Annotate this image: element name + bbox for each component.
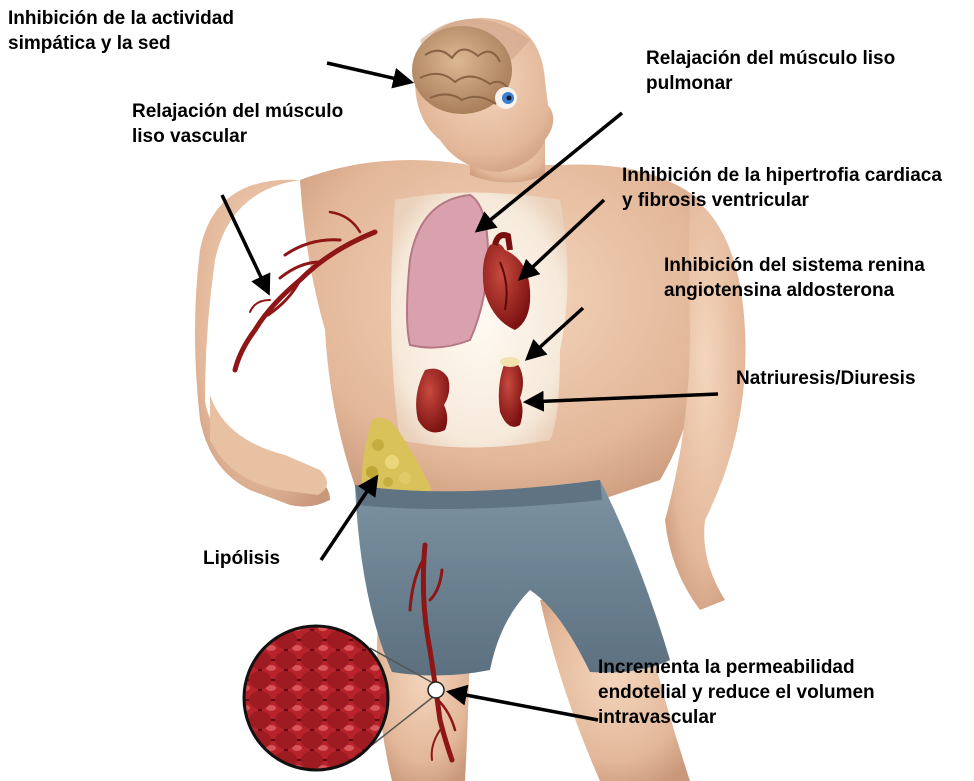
label-vascular-line2: liso vascular bbox=[132, 124, 343, 149]
label-brain-line1: Inhibición de la actividad bbox=[8, 6, 234, 31]
label-raas-line2: angiotensina aldosterona bbox=[664, 278, 925, 303]
arrow-vascular bbox=[222, 195, 268, 292]
label-natriuresis-line1: Natriuresis/Diuresis bbox=[736, 366, 916, 391]
label-vascular: Relajación del músculo liso vascular bbox=[132, 99, 343, 149]
label-endothelial-line3: intravascular bbox=[598, 705, 875, 730]
label-cardiac-line1: Inhibición de la hipertrofia cardiaca bbox=[622, 163, 942, 188]
label-endothelial: Incrementa la permeabilidad endotelial y… bbox=[598, 655, 875, 730]
arrow-brain bbox=[327, 63, 410, 82]
label-brain: Inhibición de la actividad simpática y l… bbox=[8, 6, 234, 56]
label-lipolysis-line1: Lipólisis bbox=[203, 546, 280, 571]
label-pulmonary-line2: pulmonar bbox=[646, 71, 895, 96]
label-raas: Inhibición del sistema renina angiotensi… bbox=[664, 253, 925, 303]
label-natriuresis: Natriuresis/Diuresis bbox=[736, 366, 916, 391]
shorts bbox=[355, 480, 670, 676]
label-endothelial-line1: Incrementa la permeabilidad bbox=[598, 655, 875, 680]
label-cardiac-line2: y fibrosis ventricular bbox=[622, 188, 942, 213]
label-brain-line2: simpática y la sed bbox=[8, 31, 234, 56]
label-pulmonary: Relajación del músculo liso pulmonar bbox=[646, 46, 895, 96]
label-raas-line1: Inhibición del sistema renina bbox=[664, 253, 925, 278]
eye bbox=[495, 87, 517, 109]
label-vascular-line1: Relajación del músculo bbox=[132, 99, 343, 124]
label-pulmonary-line1: Relajación del músculo liso bbox=[646, 46, 895, 71]
label-lipolysis: Lipólisis bbox=[203, 546, 280, 571]
label-endothelial-line2: endotelial y reduce el volumen bbox=[598, 680, 875, 705]
label-cardiac: Inhibición de la hipertrofia cardiaca y … bbox=[622, 163, 942, 213]
